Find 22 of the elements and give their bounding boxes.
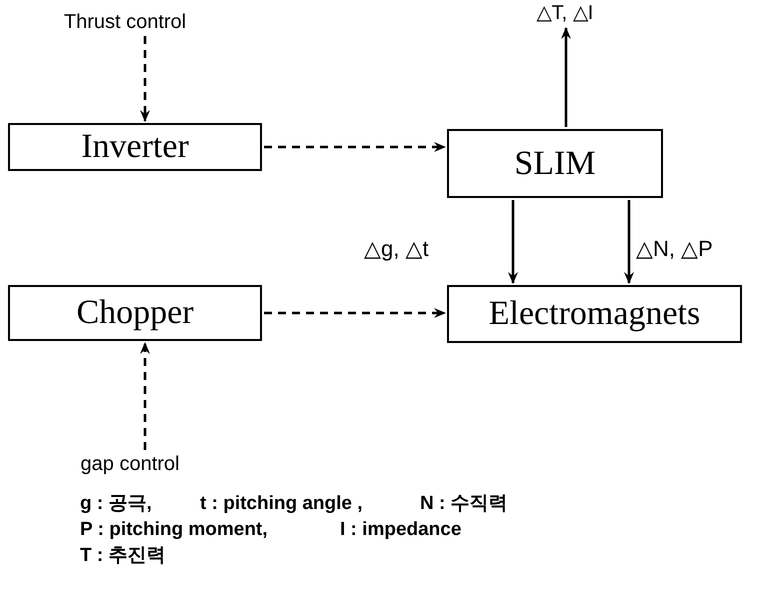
legend-note: t : pitching angle ,: [200, 493, 364, 515]
legend-note: I : impedance: [340, 519, 462, 541]
arrow: [140, 342, 150, 450]
arrow: [264, 142, 446, 152]
process-box: Electromagnets: [447, 285, 742, 343]
arrow: [264, 308, 446, 318]
edge-label: △N, △P: [636, 238, 714, 260]
legend-note: N : 수직력: [420, 493, 508, 515]
annotation-text: gap control: [60, 452, 200, 476]
arrow: [140, 36, 150, 122]
process-box: Inverter: [8, 123, 262, 171]
annotation-text: △T, △I: [500, 0, 630, 26]
process-box: Chopper: [8, 285, 262, 341]
arrow: [508, 200, 518, 284]
arrow: [624, 200, 634, 284]
edge-label: △g, △t: [364, 238, 430, 260]
arrow: [561, 27, 571, 127]
legend-note: P : pitching moment,: [80, 519, 269, 541]
legend-note: T : 추진력: [80, 545, 166, 567]
process-box: SLIM: [447, 129, 663, 198]
legend-note: g : 공극,: [80, 493, 153, 515]
annotation-text: Thrust control: [50, 10, 200, 34]
